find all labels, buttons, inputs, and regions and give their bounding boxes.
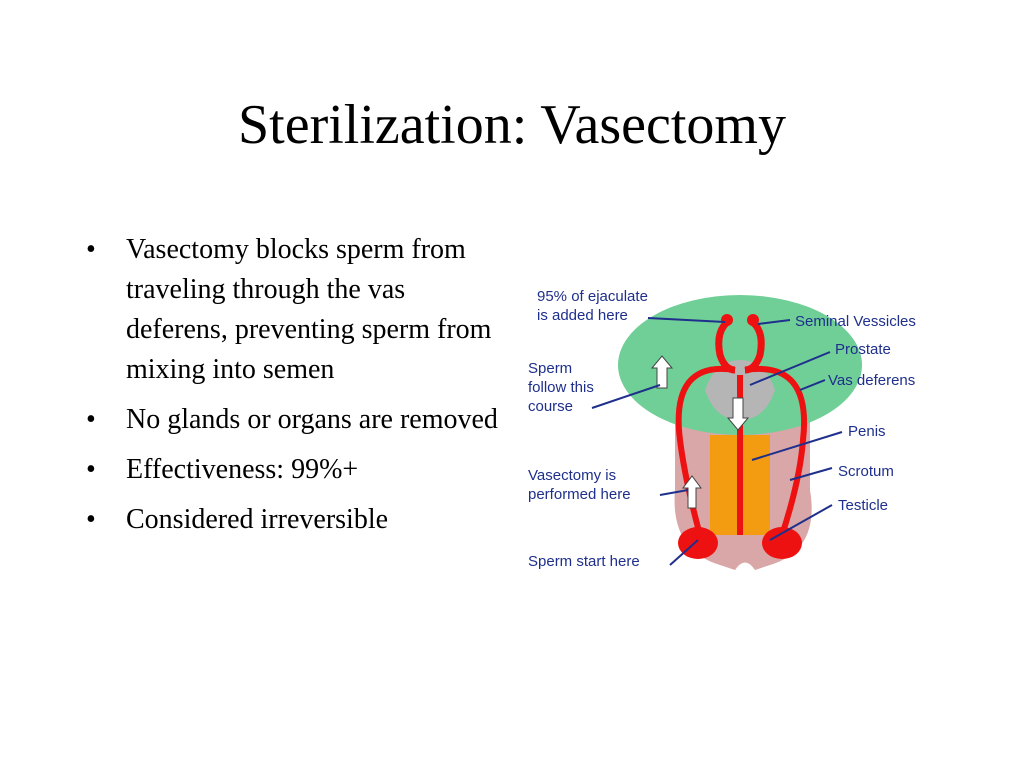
bullet-icon: • bbox=[86, 234, 96, 265]
seminal-vesicle-tip-left bbox=[721, 314, 733, 326]
label-vasectomy-line2: performed here bbox=[528, 486, 631, 503]
leader-line bbox=[769, 504, 833, 541]
bullet-item: • Considered irreversible bbox=[86, 500, 506, 540]
bullet-text: Vasectomy blocks sperm from traveling th… bbox=[126, 234, 492, 385]
arrow-down-icon bbox=[726, 397, 750, 431]
bullet-item: • Effectiveness: 99%+ bbox=[86, 450, 506, 490]
label-sperm-start: Sperm start here bbox=[528, 553, 640, 570]
label-prostate: Prostate bbox=[835, 341, 891, 358]
vas-deferens-right bbox=[744, 365, 807, 536]
slide-title: Sterilization: Vasectomy bbox=[238, 94, 786, 156]
arrow-up-icon bbox=[650, 355, 674, 389]
leader-line bbox=[647, 317, 726, 323]
label-follow-line2: follow this bbox=[528, 379, 594, 396]
bullet-item: • Vasectomy blocks sperm from traveling t… bbox=[86, 230, 506, 390]
leader-line bbox=[659, 489, 689, 496]
leader-line bbox=[669, 539, 699, 566]
testicle-left bbox=[678, 527, 718, 559]
label-testicle: Testicle bbox=[838, 497, 888, 514]
leader-line bbox=[751, 431, 843, 461]
bullet-text: No glands or organs are removed bbox=[126, 404, 498, 435]
bullet-icon: • bbox=[86, 454, 96, 485]
seminal-vesicle-tip-right bbox=[747, 314, 759, 326]
vasectomy-diagram: 95% of ejaculate is added here Seminal V… bbox=[528, 288, 916, 570]
testicle-right bbox=[762, 527, 802, 559]
label-ejaculate-line1: 95% of ejaculate bbox=[537, 288, 648, 305]
seminal-vesicle-right bbox=[744, 317, 765, 374]
leader-line bbox=[789, 467, 833, 481]
leader-line bbox=[591, 384, 661, 409]
arrow-up-icon bbox=[682, 475, 702, 509]
label-penis: Penis bbox=[848, 423, 886, 440]
bullet-item: • No glands or organs are removed bbox=[86, 400, 506, 440]
bullet-icon: • bbox=[86, 504, 96, 535]
label-follow-line3: course bbox=[528, 398, 573, 415]
bullet-icon: • bbox=[86, 404, 96, 435]
bullet-text: Effectiveness: 99%+ bbox=[126, 454, 359, 485]
label-vas-deferens: Vas deferens bbox=[828, 372, 915, 389]
label-seminal-vesicles: Seminal Vessicles bbox=[795, 313, 916, 330]
label-vasectomy-line1: Vasectomy is bbox=[528, 467, 616, 484]
bullet-text: Considered irreversible bbox=[126, 504, 389, 535]
seminal-vesicle-left bbox=[715, 317, 736, 374]
label-scrotum: Scrotum bbox=[838, 463, 894, 480]
leader-line bbox=[749, 351, 831, 386]
leader-line bbox=[799, 379, 826, 391]
bullet-list: • Vasectomy blocks sperm from traveling t… bbox=[86, 230, 506, 550]
label-ejaculate-line2: is added here bbox=[537, 307, 628, 324]
label-follow-line1: Sperm bbox=[528, 360, 572, 377]
leader-line bbox=[757, 319, 791, 325]
